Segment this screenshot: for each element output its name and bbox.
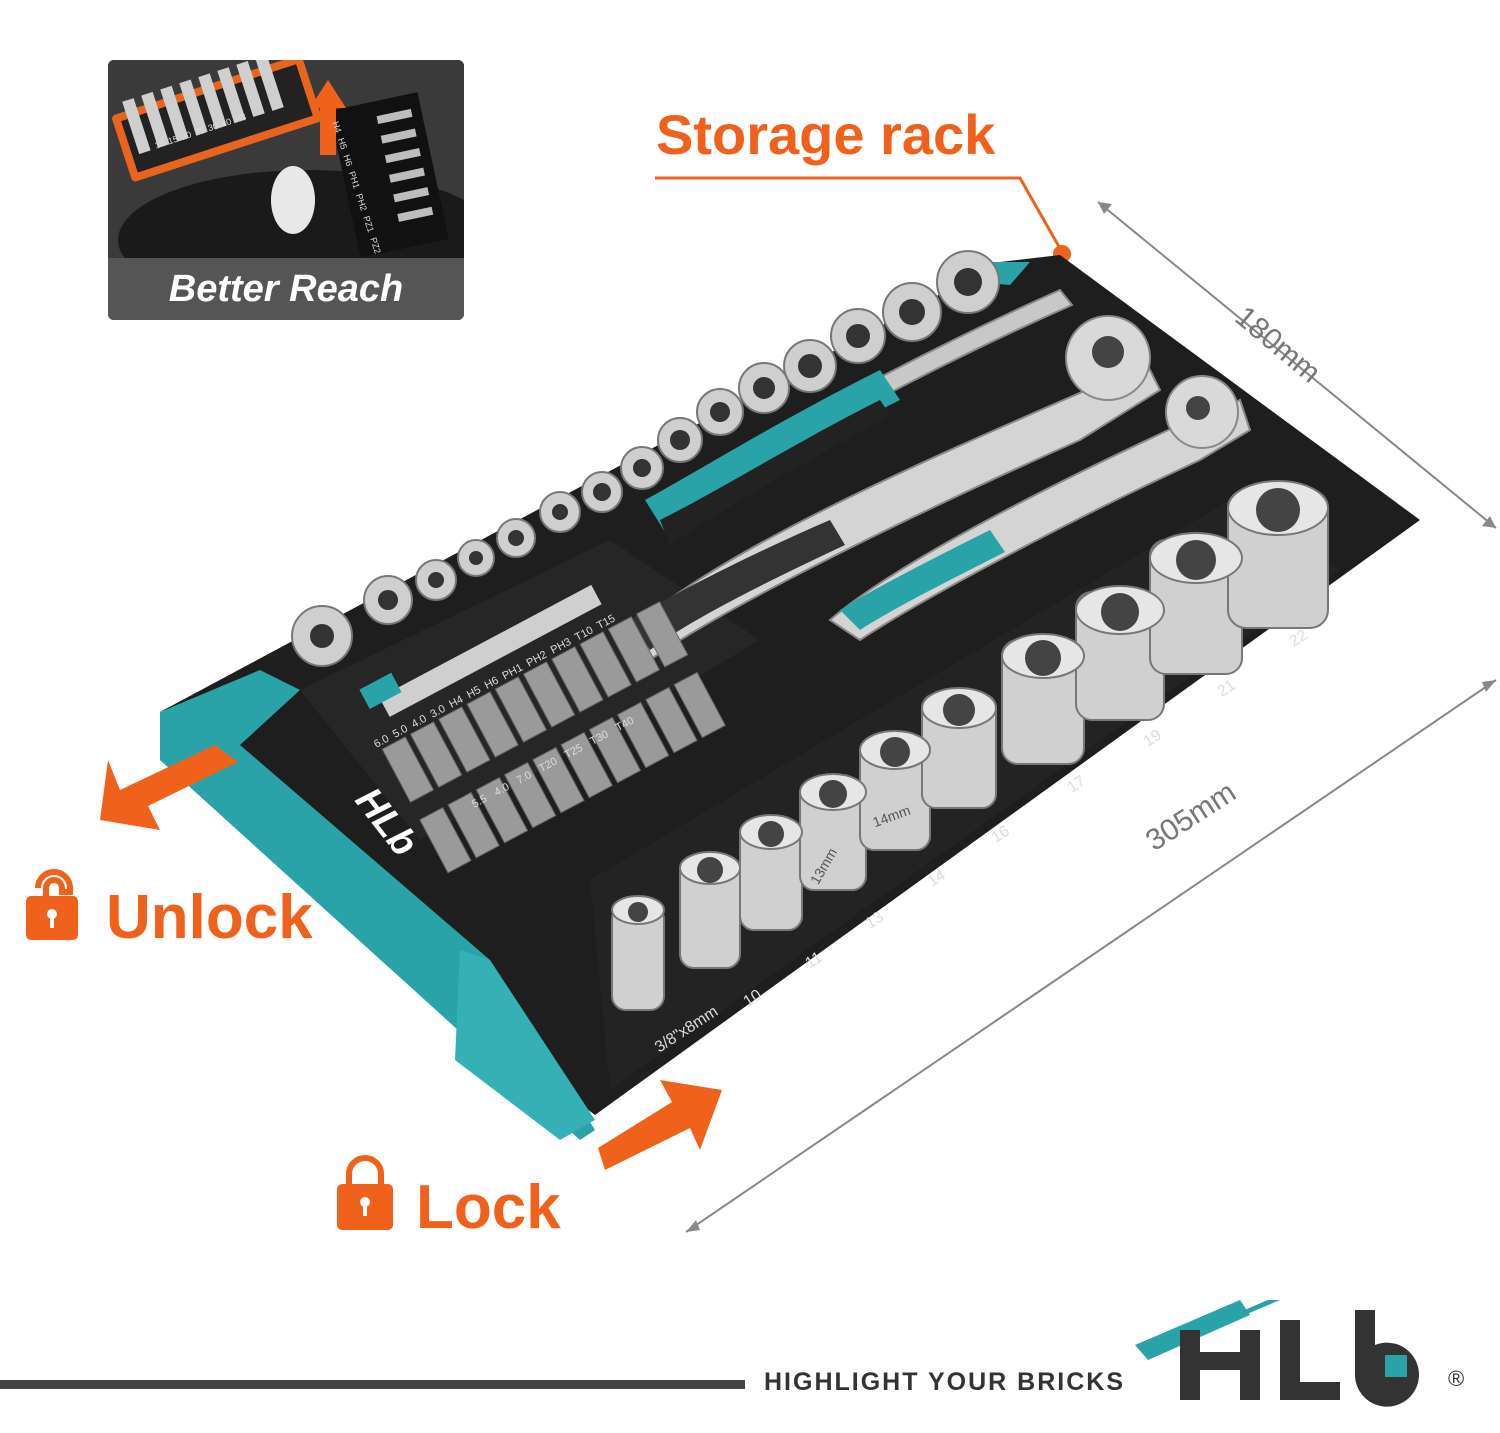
unlock-arrow-icon — [100, 745, 238, 830]
inset-photo — [108, 60, 464, 310]
storage-rack-label: Storage rack — [656, 103, 996, 166]
front-row-sockets — [611, 480, 1329, 1011]
spinner-handle — [359, 584, 602, 717]
better-reach-inset: Better Reach — [108, 60, 464, 320]
brand-tagline: HIGHLIGHT YOUR BRICKS — [764, 1368, 1125, 1396]
storage-rack-leader — [655, 176, 1064, 253]
bit-rows — [381, 601, 726, 874]
extension-bar — [645, 288, 1074, 545]
unlock-label: Unlock — [106, 883, 313, 952]
hlb-logo-icon — [1135, 1300, 1419, 1407]
better-reach-caption: Better Reach — [108, 258, 464, 320]
footer-rule — [0, 1380, 745, 1389]
unlock-padlock-icon — [26, 869, 78, 940]
large-ratchet — [618, 315, 1162, 662]
length-dimension-line — [685, 679, 1497, 1233]
registered-mark: ® — [1448, 1366, 1465, 1391]
lock-arrow-icon — [598, 1080, 722, 1170]
depth-dimension-line — [1097, 201, 1497, 529]
lock-padlock-icon — [337, 1155, 393, 1230]
small-ratchet — [828, 375, 1252, 642]
lock-label: Lock — [416, 1173, 561, 1242]
